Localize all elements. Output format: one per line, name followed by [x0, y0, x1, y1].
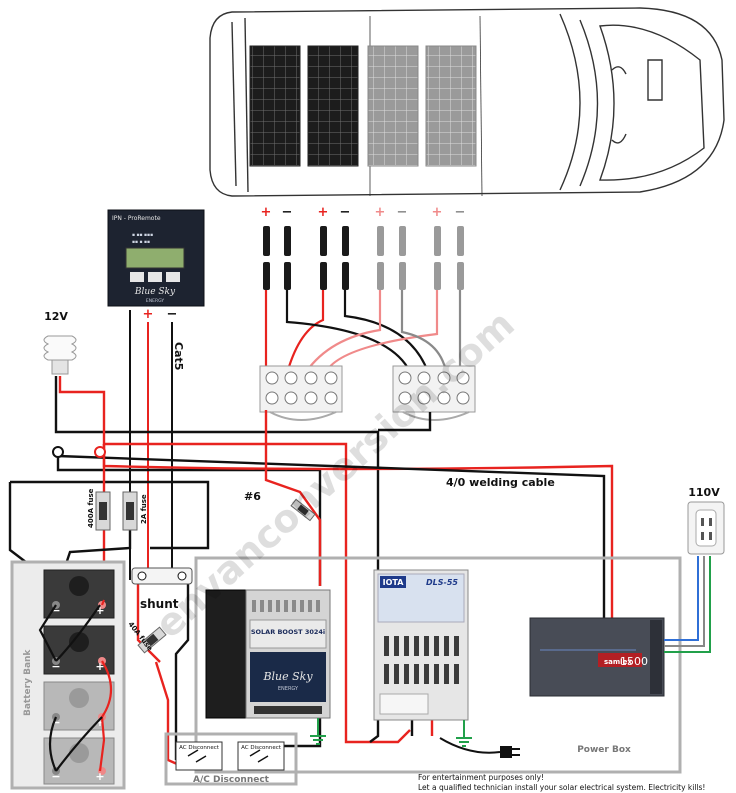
inverter: samlex 1500	[529, 617, 665, 697]
battery-1: − +	[43, 569, 115, 619]
battery-1-pos: +	[95, 604, 104, 617]
solar-panel-1	[249, 45, 301, 167]
solar-pol-6: −	[397, 205, 408, 220]
charge-controller-model: SOLAR BOOST 3024i	[251, 628, 325, 636]
bus-junction-neg	[52, 446, 64, 458]
ac-output-wires	[664, 556, 711, 653]
converter: IOTA DLS-55	[373, 569, 469, 721]
bulb-label: 12V	[44, 310, 68, 323]
battery-interconnects	[38, 599, 113, 772]
solar-polarity-labels: + − + − + − + −	[261, 205, 466, 220]
solar-pol-3: +	[318, 205, 329, 220]
fuse-6-gauge	[290, 498, 316, 522]
combiner-negative	[392, 365, 476, 421]
fuse-400a	[95, 491, 111, 531]
solar-panels	[249, 45, 477, 167]
ac-disconnect-1	[175, 741, 223, 771]
charge-controller-logo-sub: ENERGY	[278, 686, 299, 692]
solar-panel-4	[425, 45, 477, 167]
bulb-icon	[43, 335, 77, 375]
monitor-brand: IPN - ProRemote	[112, 215, 161, 222]
solar-pol-7: +	[432, 205, 443, 220]
mc4-connectors	[263, 226, 464, 290]
power-box-label: Power Box	[577, 745, 631, 755]
inverter-brand: samlex	[604, 658, 632, 666]
ac-disconnect-group-label: A/C Disconnect	[193, 775, 270, 785]
battery-1-neg: −	[51, 604, 60, 617]
monitor-neg-mark: −	[167, 307, 178, 322]
battery-4-pos: +	[95, 770, 104, 783]
ground-symbols	[310, 718, 472, 747]
combiner-positive	[259, 365, 343, 421]
welding-cable-label: 4/0 welding cable	[446, 476, 555, 489]
charge-controller-logo: Blue Sky	[262, 670, 313, 683]
disclaimer-line-2: Let a qualified technician install your …	[418, 783, 705, 792]
ac-disconnect-2-label: AC Disconnect	[241, 745, 282, 751]
cat5-label: Cat5	[172, 342, 185, 370]
main-busses	[8, 376, 614, 770]
solar-panel-3	[367, 45, 419, 167]
ac-outlet	[687, 501, 725, 555]
battery-2-pos: +	[95, 660, 104, 673]
shore-plug	[439, 737, 520, 758]
converter-model: DLS-55	[426, 578, 458, 587]
shunt	[131, 567, 193, 585]
fuse-40a	[137, 626, 167, 654]
svg-text:▪▪ ▪ ▪▪: ▪▪ ▪ ▪▪	[132, 240, 150, 245]
solar-pol-4: −	[340, 205, 351, 220]
ac-disconnect-1-label: AC Disconnect	[179, 745, 220, 751]
inverter-model: 1500	[620, 655, 648, 668]
disclaimer-line-1: For entertainment purposes only!	[418, 773, 544, 782]
bus-junction-pos	[94, 446, 106, 458]
battery-bank-label: Battery Bank	[23, 649, 33, 716]
converter-brand: IOTA	[383, 578, 405, 587]
fuse-2a	[122, 491, 138, 531]
outlet-label: 110V	[688, 486, 720, 499]
battery-4-neg: −	[51, 770, 60, 783]
fuse-2a-label: 2A fuse	[140, 494, 148, 524]
battery-2-neg: −	[51, 660, 60, 673]
gauge6-label: #6	[244, 490, 261, 503]
solar-panel-2	[307, 45, 359, 167]
ac-disconnect-group	[164, 732, 298, 786]
monitor-logo: Blue Sky	[134, 287, 176, 297]
monitor-pos-mark: +	[143, 307, 154, 322]
shunt-label: shunt	[140, 597, 179, 611]
monitor-logo-sub: ENERGY	[146, 298, 164, 304]
power-box	[194, 556, 682, 774]
battery-3-neg: −	[51, 716, 60, 729]
solar-pol-2: −	[282, 205, 293, 220]
solar-wires	[264, 290, 462, 373]
solar-pol-1: +	[261, 205, 272, 220]
fuse-400a-label: 400A fuse	[87, 488, 95, 528]
ac-disconnect-2	[237, 741, 285, 771]
solar-pol-5: +	[375, 205, 386, 220]
battery-3-pos: +	[95, 716, 104, 729]
solar-pol-8: −	[455, 205, 466, 220]
charge-controller: SOLAR BOOST 3024i Blue Sky ENERGY	[205, 589, 331, 719]
svg-text:▪ ▪▪ ▪▪▪: ▪ ▪▪ ▪▪▪	[132, 233, 153, 238]
battery-monitor: ▪ ▪▪ ▪▪▪ ▪▪ ▪ ▪▪ IPN - ProRemote Blue Sk…	[107, 209, 205, 307]
